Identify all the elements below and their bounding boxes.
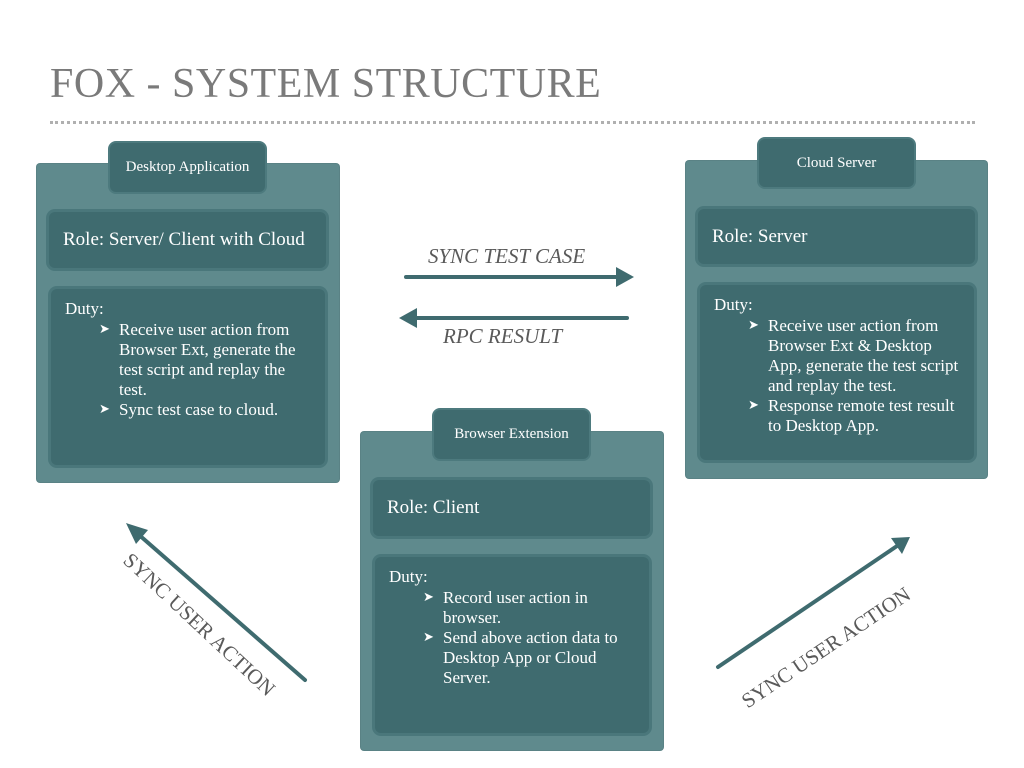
duty-item: ➤ Receive user action from Browser Ext & … xyxy=(748,316,960,396)
rpc-result-label: RPC RESULT xyxy=(443,324,563,348)
cloud-server-role: Role: Server xyxy=(698,209,975,264)
browser-ext-role-text: Role: Client xyxy=(387,497,480,518)
cloud-server-tab: Cloud Server xyxy=(759,139,914,187)
browser-ext-role: Role: Client xyxy=(373,480,650,536)
duty-item-text: Receive user action from Browser Ext, ge… xyxy=(119,320,296,399)
sync-user-action-right-arrow xyxy=(716,544,899,669)
desktop-app-duty-list: ➤ Receive user action from Browser Ext, g… xyxy=(65,320,311,420)
desktop-app-role: Role: Server/ Client with Cloud xyxy=(49,212,326,268)
desktop-app-duty-title: Duty: xyxy=(65,299,104,318)
duty-item-text: Send above action data to Desktop App or… xyxy=(443,628,618,687)
browser-ext-duty: Duty: ➤ Record user action in browser. ➤ S… xyxy=(375,557,649,733)
sync-user-action-left-arrowhead xyxy=(126,523,148,544)
cloud-server-duty: Duty: ➤ Receive user action from Browser … xyxy=(700,285,974,460)
sync-test-case-arrowhead xyxy=(616,267,634,287)
bullet-arrow-icon: ➤ xyxy=(748,318,759,333)
desktop-app-tab: Desktop Application xyxy=(110,143,265,192)
sync-test-case-label: SYNC TEST CASE xyxy=(428,244,586,268)
cloud-server-duty-list: ➤ Receive user action from Browser Ext & … xyxy=(714,316,960,436)
browser-ext-tab-label: Browser Extension xyxy=(454,426,569,442)
duty-item: ➤ Send above action data to Desktop App o… xyxy=(423,628,635,688)
bullet-arrow-icon: ➤ xyxy=(99,322,110,337)
bullet-arrow-icon: ➤ xyxy=(748,398,759,413)
duty-item: ➤ Record user action in browser. xyxy=(423,588,635,628)
duty-item: ➤ Receive user action from Browser Ext, g… xyxy=(99,320,311,400)
page-title: FOX - SYSTEM STRUCTURE xyxy=(50,61,602,107)
bullet-arrow-icon: ➤ xyxy=(99,402,110,417)
sync-user-action-right-arrowhead xyxy=(891,537,910,554)
title-divider xyxy=(50,121,975,124)
duty-item-text: Sync test case to cloud. xyxy=(119,400,279,419)
cloud-server-tab-label: Cloud Server xyxy=(796,154,877,171)
duty-item-text: Receive user action from Browser Ext & D… xyxy=(768,316,959,395)
bullet-arrow-icon: ➤ xyxy=(423,590,434,605)
duty-item: ➤ Sync test case to cloud. xyxy=(99,400,311,420)
desktop-app-tab-label: Desktop Application xyxy=(125,159,250,175)
duty-item: ➤ Response remote test result to Desktop … xyxy=(748,396,960,436)
sync-user-action-left-arrow xyxy=(136,532,307,682)
bullet-arrow-icon: ➤ xyxy=(423,630,434,645)
duty-item-text: Response remote test result to Desktop A… xyxy=(768,396,955,435)
duty-item-text: Record user action in browser. xyxy=(443,588,588,627)
browser-ext-duty-list: ➤ Record user action in browser. ➤ Send ab… xyxy=(389,588,635,688)
browser-ext-tab: Browser Extension xyxy=(434,410,589,459)
desktop-app-duty: Duty: ➤ Receive user action from Browser … xyxy=(51,289,325,465)
browser-ext-duty-title: Duty: xyxy=(389,567,428,586)
cloud-server-duty-title: Duty: xyxy=(714,295,753,314)
desktop-app-role-text: Role: Server/ Client with Cloud xyxy=(63,229,305,250)
cloud-server-role-text: Role: Server xyxy=(712,225,808,247)
rpc-result-arrowhead xyxy=(399,308,417,328)
